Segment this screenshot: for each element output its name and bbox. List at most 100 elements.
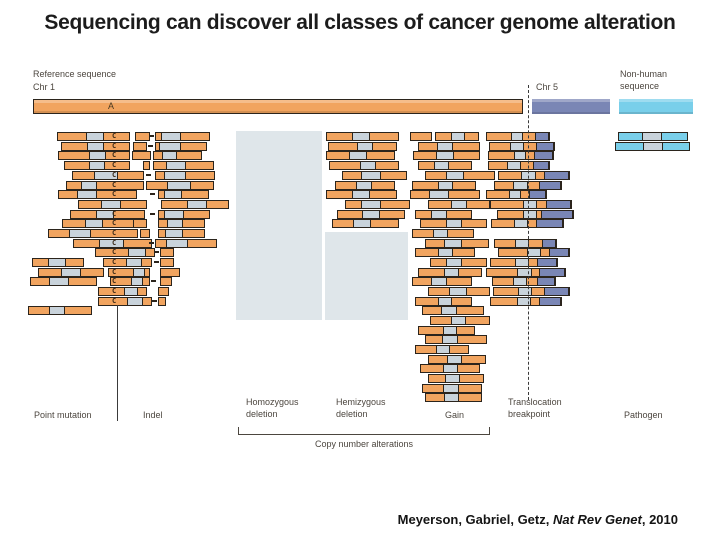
indel-gap-mark [154,261,159,263]
read-chr5-segment [539,182,561,189]
read-chr5-segment [541,211,573,218]
read-unsequenced-segment [159,143,181,150]
sequence-read [486,132,550,141]
sequence-read [345,200,410,209]
mutant-base-c: C [112,297,117,305]
sequence-read [491,219,564,228]
read-chr5-segment [549,249,569,256]
read-unsequenced-segment [349,152,367,159]
read-unsequenced-segment [133,269,145,276]
sequence-read [418,161,472,170]
hemizygous-deletion-label: Hemizygous deletion [336,397,386,419]
read-unsequenced-segment [443,365,458,372]
sequence-read [133,142,147,151]
sequence-read: C [66,181,144,190]
read-unsequenced-segment [429,191,449,198]
read-unsequenced-segment [131,278,143,285]
chr5-label: Chr 5 [536,82,559,92]
gain-label: Gain [445,410,465,420]
point-mutation-label: Point mutation [34,410,92,420]
homozygous-deletion-label: Homozygous deletion [246,397,299,419]
read-unsequenced-segment [511,133,523,140]
copy-number-bracket-right-tick [489,427,490,435]
reference-sequence-label: Reference sequence [33,69,117,79]
read-unsequenced-segment [518,288,532,295]
sequence-read [415,248,475,257]
sequence-read: C [57,132,130,141]
read-unsequenced-segment [434,162,449,169]
citation-authors: Meyerson, Gabriel, Getz, [397,512,553,527]
sequence-read: C [108,268,150,277]
read-unsequenced-segment [446,220,462,227]
mutant-base-c: C [112,132,117,140]
translocation-breakpoint-dashed-line [528,85,529,400]
read-unsequenced-segment [126,259,142,266]
read-unsequenced-segment [164,191,182,198]
read-chr5-segment [544,288,569,295]
read-unsequenced-segment [362,211,380,218]
read-unsequenced-segment [356,182,372,189]
sequence-read [425,171,495,180]
read-unsequenced-segment [167,220,183,227]
read-chr5-segment [539,298,561,305]
read-unsequenced-segment [81,182,97,189]
read-unsequenced-segment [69,230,91,237]
read-unsequenced-segment [510,143,524,150]
sequence-read [135,132,150,141]
sequence-read [158,229,205,238]
read-chr5-segment [529,191,546,198]
read-unsequenced-segment [527,249,541,256]
read-chr5-segment [537,259,557,266]
read-unsequenced-segment [445,375,460,382]
read-unsequenced-segment [442,336,458,343]
sequence-read [78,200,147,209]
indel-gap-mark [151,280,156,282]
read-unsequenced-segment [164,172,186,179]
sequence-read [140,229,150,238]
read-unsequenced-segment [187,201,207,208]
read-unsequenced-segment [451,133,465,140]
sequence-read [158,210,210,219]
sequence-read [412,277,472,286]
read-chr5-segment [536,220,563,227]
sequence-read [498,248,570,257]
read-unsequenced-segment [86,133,104,140]
homozygous-deletion-region [236,131,322,320]
sequence-read: C [58,151,130,160]
sequence-read [425,239,489,248]
non-human-sequence-bar [619,99,693,114]
sequence-read [490,200,572,209]
read-unsequenced-segment [167,182,191,189]
sequence-read [420,364,480,373]
non-human-sequence-label: Non-human sequence [620,69,668,91]
read-unsequenced-segment [164,211,184,218]
read-unsequenced-segment [48,259,66,266]
sequence-read [153,161,214,170]
sequence-read [160,277,172,286]
sequence-read [412,181,476,190]
sequence-read: C [73,239,152,248]
read-unsequenced-segment [449,288,467,295]
point-mutation-pointer-line [117,305,118,421]
chr1-label: Chr 1 [33,82,56,92]
read-unsequenced-segment [451,317,466,324]
read-unsequenced-segment [523,211,537,218]
indel-gap-mark [152,300,157,302]
sequence-read [342,171,407,180]
sequence-read [155,239,217,248]
sequence-read [490,297,562,306]
sequence-read [615,142,690,151]
read-unsequenced-segment [513,278,527,285]
read-unsequenced-segment [436,152,454,159]
sequence-read [493,287,570,296]
sequence-read [326,190,397,199]
read-unsequenced-segment [89,152,106,159]
sequence-read [428,374,484,383]
sequence-read [412,229,474,238]
sequence-read: C [62,219,139,228]
read-unsequenced-segment [438,182,453,189]
indel-gap-mark [148,145,153,147]
chr5-bar [532,99,610,114]
